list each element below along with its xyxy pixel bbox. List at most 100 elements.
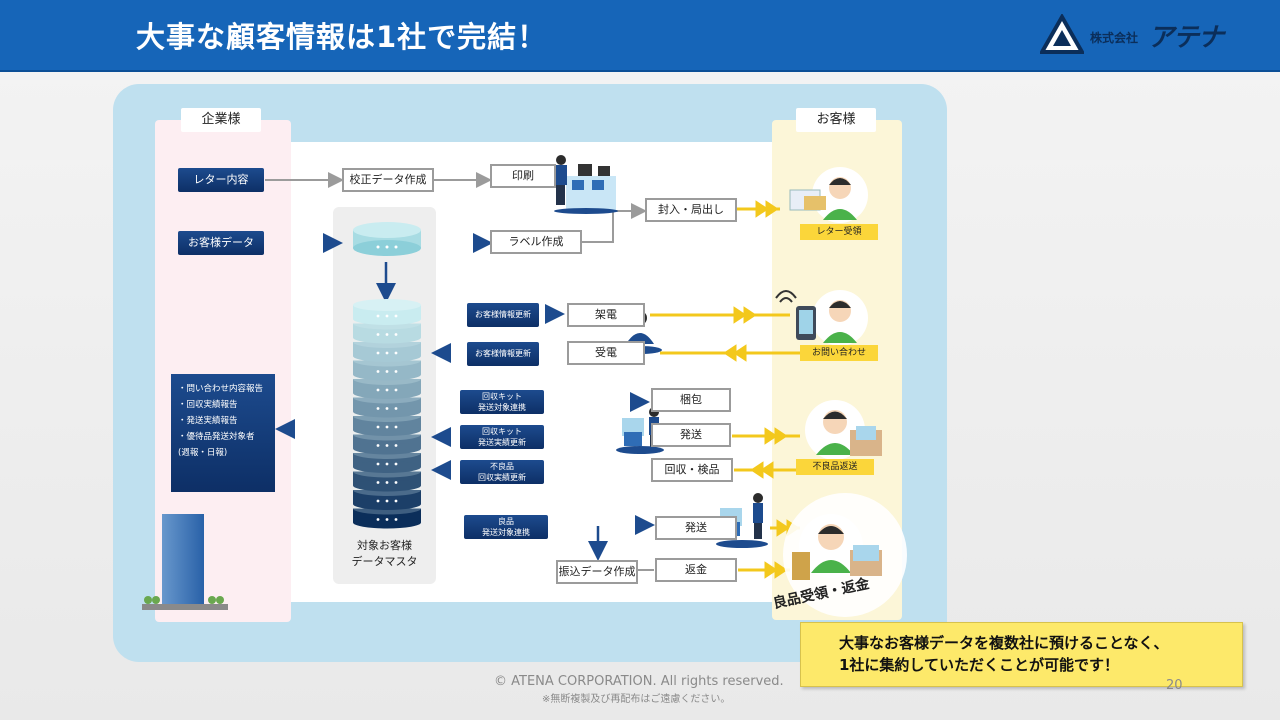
proof-data-box: 校正データ作成 [342,168,434,192]
database-dot [376,462,380,466]
page-number: 20 [1166,678,1183,693]
database-dot [376,370,380,373]
database-dot [376,333,380,336]
database-dot [394,388,398,392]
copyright-notice: ※無断複製及び再配布はご遠慮ください。 [542,694,731,705]
logo-company-type: 株式会社 [1090,31,1139,45]
database-dot [385,370,389,373]
pack-box: 梱包 [651,388,731,412]
refund-box: 返金 [655,558,737,582]
transfer-data-box: 振込データ作成 [556,560,638,584]
database-layer-bottom [353,461,421,473]
database-dot [394,351,398,355]
logo-name: アテナ [1148,23,1224,53]
sync-defect-result: 不良品 回収実績更新 [460,460,544,484]
database-dot [376,388,380,392]
database-dot [385,425,389,429]
copyright: © ATENA CORPORATION. All rights reserved… [494,674,784,689]
summary-note-line2: 1社に集約していただくことが可能です！ [839,656,1119,674]
letter-content-box: レター内容 [178,168,264,192]
database-dot [385,407,389,410]
database-dot [394,370,398,373]
ship-good-box: 発送 [655,516,737,540]
report-box: ・問い合わせ内容報告 ・回収実績報告 ・発送実績報告 ・優待品発送対象者 (週報… [171,374,275,492]
building-icon [142,514,228,610]
header-bar: 大事な顧客情報は1社で完結！ 株式会社 アテナ [0,0,1280,72]
database-dot [385,351,389,355]
sync-update-out: お客様情報更新 [467,303,539,327]
summary-note-line1: 大事なお客様データを複数社に預けることなく、 [839,634,1169,652]
report-note: (週報・日報) [178,448,228,458]
database-dot [394,407,398,410]
sync-kit-target: 回収キット 発送対象連携 [460,390,544,414]
database-dot [376,314,380,318]
database-dot [376,444,380,447]
call-out-box: 架電 [567,303,645,327]
database-dot [385,388,389,392]
database-layer-bottom [353,313,421,325]
page-title: 大事な顧客情報は1社で完結！ [136,20,548,54]
database-dot [394,518,398,521]
arrow-label-enclose [580,203,647,243]
customer-label-letter: レター受領 [800,224,878,240]
summary-note: 大事なお客様データを複数社に預けることなく、 1社に集約していただくことが可能で… [800,622,1243,687]
database-dot [394,333,398,336]
company-logo: 株式会社 アテナ [1040,14,1245,56]
customer-avatar-letter [789,167,868,223]
database-dot [385,314,389,318]
label-box: ラベル作成 [490,230,582,254]
database-layer-bottom [353,516,421,529]
call-in-box: 受電 [567,341,645,365]
sync-good-target: 良品 発送対象連携 [464,515,548,539]
database-dot [394,425,398,429]
database-dot [385,444,389,447]
database-stack-icon [353,299,421,529]
database-dot [385,481,389,484]
database-layer-bottom [353,405,421,418]
customer-label-return: 不良品返送 [796,459,874,475]
database-dot [394,481,398,484]
database-caption-line1: 対象お客様 [357,539,412,552]
database-dot [394,462,398,466]
database-dot [376,481,380,484]
database-layer-bottom [353,368,421,381]
database-dot [385,462,389,466]
report-item: ・問い合わせ内容報告 [178,384,264,394]
sync-defect-line2: 回収実績更新 [478,473,526,482]
report-item: ・回収実績報告 [178,400,238,410]
database-layer-bottom [353,331,421,344]
sync-kit-result: 回収キット 発送実績更新 [460,425,544,449]
sync-kit-target-line1: 回収キット [482,392,522,401]
database-icon [353,222,421,256]
print-box: 印刷 [490,164,556,188]
sync-kit-result-line1: 回収キット [482,427,522,436]
database-dot [376,518,380,521]
database-layer-bottom [353,424,421,436]
database-layer-bottom [353,350,421,362]
database-layer-bottom [353,387,421,399]
customer-avatar-good [792,514,882,580]
report-item: ・優待品発送対象者 [178,432,255,442]
company-lane-title: 企業様 [181,108,261,132]
customer-avatar-return [805,400,882,460]
sync-kit-target-line2: 発送対象連携 [478,403,526,412]
database-dot [394,499,398,503]
database-dot [394,314,398,318]
customer-data-box: お客様データ [178,231,264,255]
database-dot [385,518,389,521]
customer-avatar-inquiry [775,290,868,346]
collect-inspect-box: 回収・検品 [651,458,733,482]
database-caption: 対象お客様 データマスタ [333,538,436,570]
database-dot [376,425,380,429]
sync-update-in: お客様情報更新 [467,342,539,366]
customer-lane-title: お客様 [796,108,876,132]
logo-triangle-icon [1040,14,1084,54]
database-dot [376,407,380,410]
database-dot [385,333,389,336]
database-layer-bottom [353,498,421,510]
database-dot [394,444,398,447]
database-layer-top [353,299,421,311]
enclose-box: 封入・局出し [645,198,737,222]
database-dot [385,499,389,503]
sync-kit-result-line2: 発送実績更新 [478,438,526,447]
